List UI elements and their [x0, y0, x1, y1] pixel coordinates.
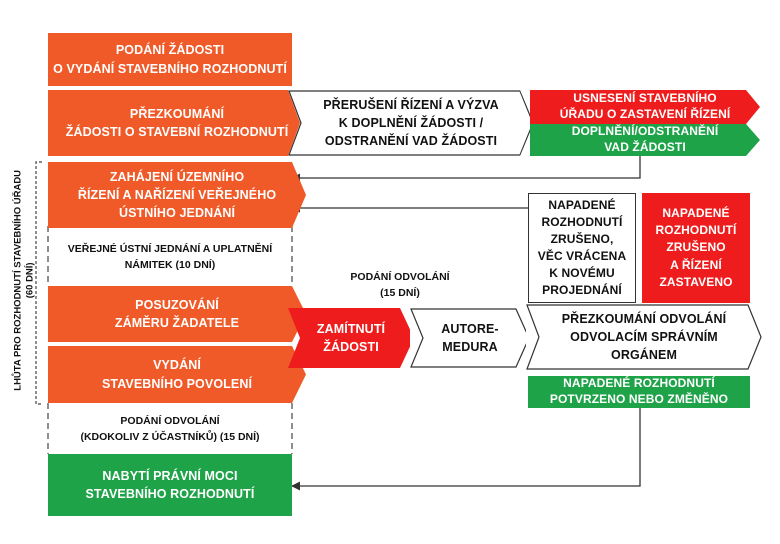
appeal-review-outline — [526, 304, 762, 370]
note-appeal-participants: PODÁNÍ ODVOLÁNÍ (KDOKOLIV Z ÚČASTNÍKŮ) (… — [80, 415, 260, 443]
appeal-label: PODÁNÍ ODVOLÁNÍ (15 DNÍ) — [350, 271, 450, 299]
step-submit-application: PODÁNÍ ŽÁDOSTI O VYDÁNÍ STAVEBNÍHO ROZHO… — [48, 33, 292, 86]
interruption-outline — [288, 90, 534, 156]
step-final-decision: NABYTÍ PRÁVNÍ MOCI STAVEBNÍHO ROZHODNUTÍ — [48, 454, 292, 516]
outcome-cancelled-returned: NAPADENÉ ROZHODNUTÍ ZRUŠENO, VĚC VRÁCENA… — [528, 193, 636, 303]
step-review-application: PŘEZKOUMÁNÍ ŽÁDOSTI O STAVEBNÍ ROZHODNUT… — [48, 90, 306, 156]
step-start-proceedings: ZAHÁJENÍ ÚZEMNÍHO ŘÍZENÍ A NAŘÍZENÍ VEŘE… — [48, 162, 306, 228]
return-arrow-completion — [291, 155, 641, 183]
autoremedura-text: AUTORE- MEDURA — [441, 321, 499, 354]
arrow-to-final — [291, 407, 641, 491]
deadline-bracket — [35, 161, 42, 405]
outcome-stop-proceedings: USNESENÍ STAVEBNÍHO ÚŘADU O ZASTAVENÍ ŘÍ… — [530, 90, 760, 124]
outcome-confirmed: NAPADENÉ ROZHODNUTÍ POTVRZENO NEBO ZMĚNĚ… — [528, 376, 750, 408]
step-interruption: PŘERUŠENÍ ŘÍZENÍ A VÝZVA K DOPLNĚNÍ ŽÁDO… — [288, 90, 534, 156]
deadline-label: LHŮTA PRO ROZHODNUTÍ STAVEBNÍHO ÚŘADU (6… — [12, 169, 36, 391]
step-assess-plan: POSUZOVÁNÍ ZÁMĚRU ŽADATELE — [48, 286, 306, 342]
appeal-review-text: PŘEZKOUMÁNÍ ODVOLÁNÍ ODVOLACÍM SPRÁVNÍM … — [561, 311, 727, 363]
step-issue-permit: VYDÁNÍ STAVEBNÍHO POVOLENÍ — [48, 346, 306, 403]
autoremedura-outline — [410, 308, 530, 368]
note-public-hearing: VEŘEJNÉ ÚSTNÍ JEDNÁNÍ A UPLATNĚNÍ NÁMITE… — [67, 243, 273, 271]
step-autoremedura: AUTORE- MEDURA — [410, 308, 530, 368]
interruption-text: PŘERUŠENÍ ŘÍZENÍ A VÝZVA K DOPLNĚNÍ ŽÁDO… — [323, 97, 499, 149]
step-appeal-review: PŘEZKOUMÁNÍ ODVOLÁNÍ ODVOLACÍM SPRÁVNÍM … — [526, 304, 762, 370]
outcome-cancelled-stopped: NAPADENÉ ROZHODNUTÍ ZRUŠENO A ŘÍZENÍ ZAS… — [642, 193, 750, 303]
outcome-completion: DOPLNĚNÍ/ODSTRANĚNÍ VAD ŽÁDOSTI — [530, 124, 760, 156]
step-rejection: ZAMÍTNUTÍ ŽÁDOSTI — [288, 308, 414, 368]
